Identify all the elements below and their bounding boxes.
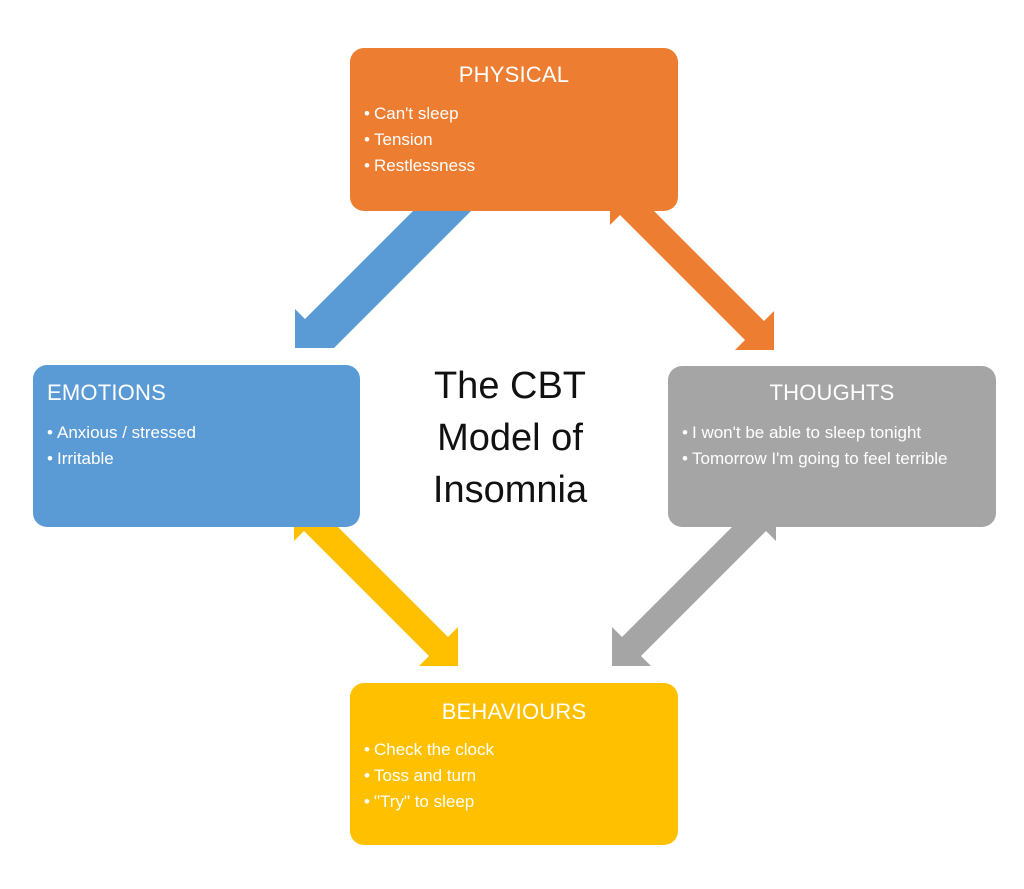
physical-list: Can't sleep Tension Restlessness: [364, 101, 475, 179]
list-item: Irritable: [47, 446, 196, 472]
behaviours-box: BEHAVIOURS Check the clock Toss and turn…: [350, 683, 678, 845]
emotions-list: Anxious / stressed Irritable: [47, 420, 196, 472]
thoughts-list: I won't be able to sleep tonight Tomorro…: [682, 420, 987, 472]
physical-box: PHYSICAL Can't sleep Tension Restlessnes…: [350, 48, 678, 211]
thoughts-box: THOUGHTS I won't be able to sleep tonigh…: [668, 366, 996, 527]
center-title-line: Model of: [437, 417, 583, 459]
list-item: I won't be able to sleep tonight: [682, 420, 987, 446]
emotions-box: EMOTIONS Anxious / stressed Irritable: [33, 365, 360, 527]
thoughts-title: THOUGHTS: [769, 380, 895, 405]
center-title-line: The CBT: [433, 365, 587, 407]
behaviours-list: Check the clock Toss and turn "Try" to s…: [364, 737, 494, 815]
arrow-physical-thoughts: [610, 186, 774, 350]
list-item: "Try" to sleep: [364, 789, 494, 815]
list-item: Anxious / stressed: [47, 420, 196, 446]
center-title: The CBT Model of Insomnia: [395, 360, 625, 516]
list-item: Can't sleep: [364, 101, 475, 127]
arrow-thoughts-behaviours: [612, 502, 776, 666]
physical-title: PHYSICAL: [458, 62, 570, 87]
center-title-line: Insomnia: [432, 469, 588, 511]
list-item: Tomorrow I'm going to feel terrible: [682, 446, 987, 472]
list-item: Toss and turn: [364, 763, 494, 789]
list-item: Check the clock: [364, 737, 494, 763]
behaviours-title: BEHAVIOURS: [441, 699, 587, 724]
list-item: Restlessness: [364, 153, 475, 179]
arrow-emotions-behaviours: [294, 502, 458, 666]
emotions-title: EMOTIONS: [47, 380, 166, 405]
list-item: Tension: [364, 127, 475, 153]
